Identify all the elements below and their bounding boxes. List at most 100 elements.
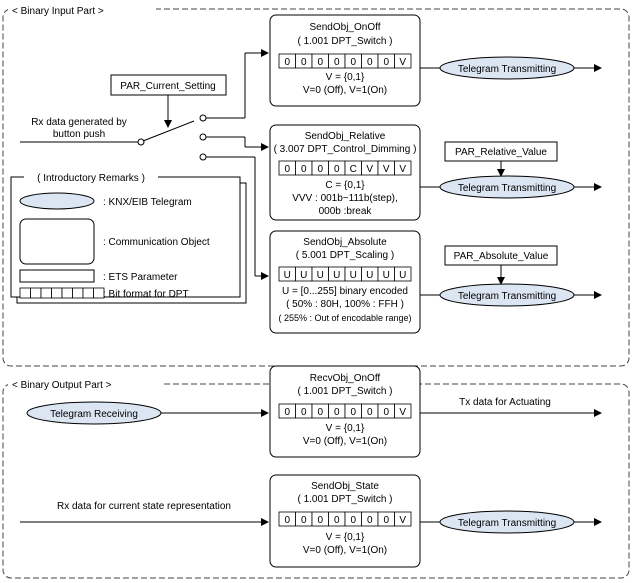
bit-value: 0 <box>383 57 389 68</box>
par-current-setting-label: PAR_Current_Setting <box>120 81 215 92</box>
telegram-receiving-label: Telegram Receiving <box>50 409 138 420</box>
bit-value: 0 <box>350 515 356 526</box>
legend-telegram-symbol <box>19 192 95 210</box>
bit-value: U <box>366 270 373 281</box>
par-relative-value-label: PAR_Relative_Value <box>455 147 547 158</box>
sendobj-onoff-desc2: V=0 (Off), V=1(On) <box>303 85 387 96</box>
legend-parameter-label: : ETS Parameter <box>103 272 178 283</box>
bit-value: U <box>383 270 390 281</box>
bit-value: 0 <box>367 407 373 418</box>
sendobj-onoff-dpt: ( 1.001 DPT_Switch ) <box>297 36 392 47</box>
bit-value: V <box>399 407 406 418</box>
sendobj-absolute-desc2: ( 50% : 80H, 100% : FFH ) <box>286 299 404 310</box>
telegram-transmitting-onoff-label: Telegram Transmitting <box>458 64 556 75</box>
bit-value: 0 <box>350 407 356 418</box>
sendobj-absolute-dpt: ( 5.001 DPT_Scaling ) <box>296 250 394 261</box>
bit-value: 0 <box>317 57 323 68</box>
sendobj-state-desc2: V=0 (Off), V=1(On) <box>303 545 387 556</box>
bit-cell <box>394 53 412 69</box>
sendobj-relative-desc3: 000b :break <box>319 206 373 217</box>
tx-actuating-label: Tx data for Actuating <box>459 397 551 408</box>
bit-value: U <box>317 270 324 281</box>
bit-value: C <box>350 164 357 175</box>
bit-value: 0 <box>383 515 389 526</box>
legend-object-label: : Communication Object <box>103 237 210 248</box>
selector-switch-arm <box>142 120 195 142</box>
sendobj-state-name: SendObj_State <box>311 481 379 492</box>
legend-bit-cell <box>82 287 94 299</box>
bit-value: 0 <box>334 164 340 175</box>
legend-bitformat-symbol <box>19 287 105 299</box>
bit-value: 0 <box>350 57 356 68</box>
bit-value: 0 <box>301 515 307 526</box>
bit-value: 0 <box>284 515 290 526</box>
bit-value: U <box>350 270 357 281</box>
legend-bitformat-label: : Bit format for DPT <box>103 289 189 300</box>
legend-bit-cell <box>72 287 84 299</box>
sendobj-absolute-desc1: U = [0...255] binary encoded <box>282 286 408 297</box>
bit-value: 0 <box>284 57 290 68</box>
sendobj-absolute-name: SendObj_Absolute <box>303 237 387 248</box>
legend-bit-cell <box>61 287 73 299</box>
bit-value: U <box>333 270 340 281</box>
sendobj-absolute-desc3: ( 255% : Out of encodable range) <box>278 313 411 323</box>
bit-value: V <box>383 164 390 175</box>
bit-value: V <box>399 515 406 526</box>
rx-state-label: Rx data for current state representation <box>57 501 231 512</box>
recvobj-onoff-desc2: V=0 (Off), V=1(On) <box>303 436 387 447</box>
legend-title: ( Introductory Remarks ) <box>37 173 145 184</box>
bit-value: 0 <box>334 407 340 418</box>
bit-value: 0 <box>301 57 307 68</box>
sendobj-state-dpt: ( 1.001 DPT_Switch ) <box>297 494 392 505</box>
bit-value: V <box>366 164 373 175</box>
bit-value: 0 <box>367 57 373 68</box>
bit-value: 0 <box>317 407 323 418</box>
telegram-transmitting-relative-label: Telegram Transmitting <box>458 183 556 194</box>
rx-data-label-line2: button push <box>53 129 105 140</box>
sendobj-relative-desc1: C = {0,1} <box>325 180 365 191</box>
binary-output-title: < Binary Output Part > <box>12 380 112 391</box>
recvobj-onoff-dpt: ( 1.001 DPT_Switch ) <box>297 386 392 397</box>
telegram-transmitting-absolute-label: Telegram Transmitting <box>458 291 556 302</box>
switch-input-contact <box>137 138 145 146</box>
bit-value: 0 <box>284 407 290 418</box>
bit-value: 0 <box>284 164 290 175</box>
bit-value: 0 <box>367 515 373 526</box>
par-absolute-value-label: PAR_Absolute_Value <box>454 251 549 262</box>
recvobj-onoff-name: RecvObj_OnOff <box>310 373 381 384</box>
legend-bit-cell <box>40 287 52 299</box>
legend-bit-cell <box>51 287 63 299</box>
bit-value: U <box>300 270 307 281</box>
legend-telegram-label: : KNX/EIB Telegram <box>103 197 192 208</box>
legend-bit-cell <box>30 287 42 299</box>
bit-value: 0 <box>383 407 389 418</box>
sendobj-state-desc1: V = {0,1} <box>326 532 365 543</box>
sendobj-onoff-name: SendObj_OnOff <box>310 22 381 33</box>
bit-value: 0 <box>334 515 340 526</box>
sendobj-onoff-desc1: V = {0,1} <box>326 72 365 83</box>
bit-value: U <box>399 270 406 281</box>
bit-value: 0 <box>301 164 307 175</box>
bit-value: 0 <box>317 515 323 526</box>
bit-cell <box>394 266 412 282</box>
bit-value: V <box>399 57 406 68</box>
sendobj-relative-name: SendObj_Relative <box>305 131 386 142</box>
legend-object-symbol <box>19 218 95 265</box>
bit-value: 0 <box>317 164 323 175</box>
sendobj-relative-desc2: VVV : 001b~111b(step), <box>292 193 398 204</box>
legend-bit-cell <box>93 287 105 299</box>
bit-value: U <box>284 270 291 281</box>
bit-cell <box>394 160 412 176</box>
bit-value: 0 <box>334 57 340 68</box>
bit-value: V <box>399 164 406 175</box>
binary-input-title: < Binary Input Part > <box>12 6 104 17</box>
recvobj-onoff-desc1: V = {0,1} <box>326 423 365 434</box>
sendobj-relative-dpt: ( 3.007 DPT_Control_Dimming ) <box>274 144 417 155</box>
rx-data-label-line1: Rx data generated by <box>31 117 127 128</box>
